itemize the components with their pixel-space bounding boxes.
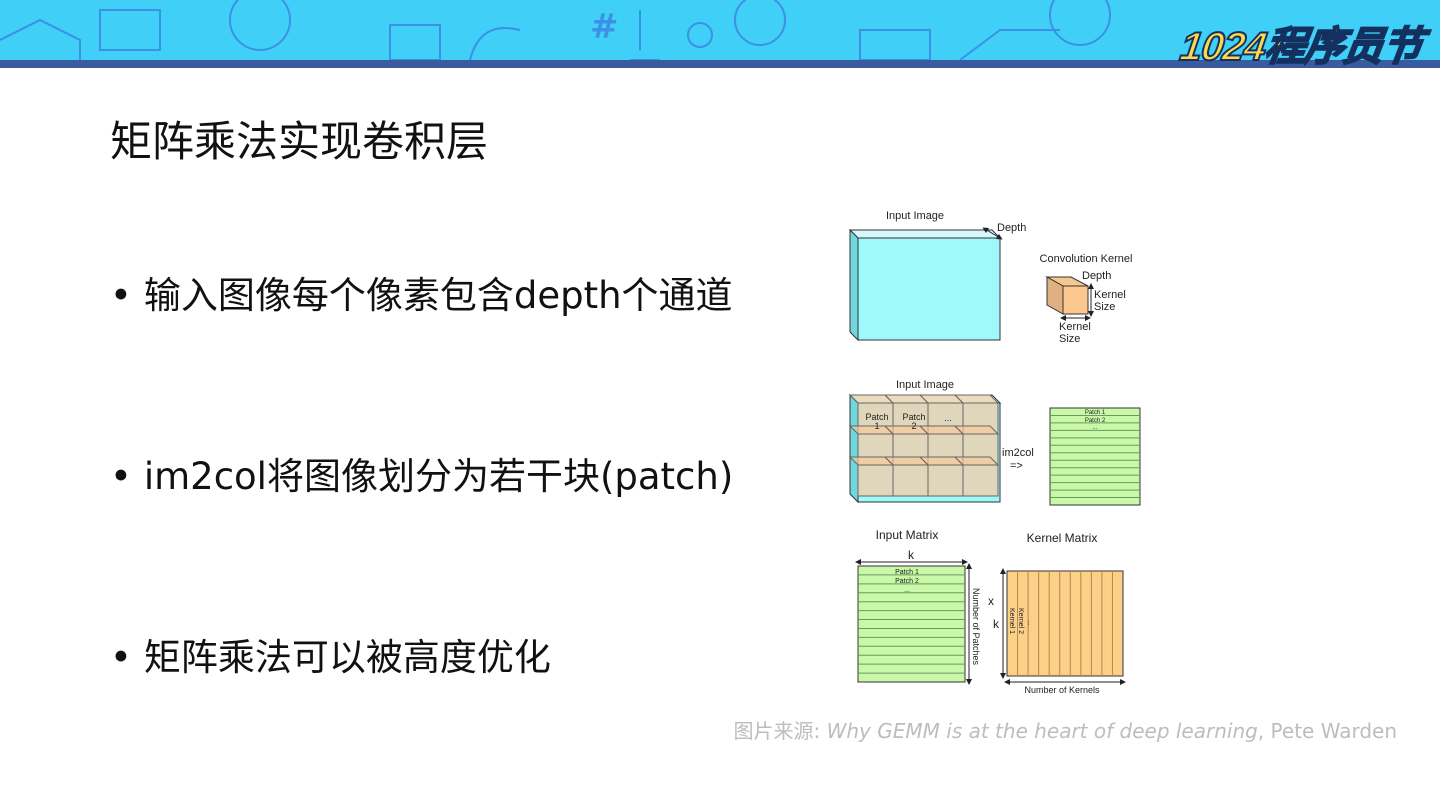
label-conv-kernel: Convolution Kernel — [1040, 253, 1133, 265]
label-row-dots: ... — [904, 587, 910, 594]
label-col-dots: ... — [1026, 620, 1033, 626]
patch-matrix — [1049, 407, 1141, 506]
bullet-item: 矩阵乘法可以被高度优化 — [110, 627, 551, 681]
label-kernel-size: Kernel — [1059, 321, 1091, 333]
header-band — [0, 60, 1440, 68]
label-k: k — [908, 548, 915, 562]
bullet-item: 输入图像每个像素包含depth个通道 — [110, 265, 733, 319]
credit-author: , Pete Warden — [1257, 719, 1397, 743]
label-k: k — [993, 617, 1000, 631]
label-kernel-size: Size — [1094, 301, 1115, 313]
label-kernel-1: Kernel 1 — [1008, 608, 1015, 634]
label-input-image: Input Image — [886, 210, 944, 222]
label-row-patch-2: Patch 2 — [895, 578, 919, 585]
label-kernel-matrix: Kernel Matrix — [1027, 531, 1098, 545]
slide-title: 矩阵乘法实现卷积层 — [110, 117, 489, 166]
bullet-item: im2col将图像划分为若干块(patch) — [110, 446, 733, 500]
label-patch-2: 2 — [911, 421, 916, 431]
label-input-image-2: Input Image — [896, 379, 954, 391]
label-kernel-size: Size — [1059, 333, 1080, 345]
label-patch-1: 1 — [874, 421, 879, 431]
label-x: x — [988, 594, 994, 608]
credit-prefix: 图片来源: — [733, 719, 827, 743]
credit-title: Why GEMM is at the heart of deep learnin… — [826, 719, 1258, 743]
image-credit: 图片来源: Why GEMM is at the heart of deep l… — [734, 715, 1398, 744]
label-patch-1: Patch — [865, 412, 888, 422]
svg-text:#: # — [590, 7, 619, 47]
input-matrix — [857, 565, 966, 683]
label-arrow: => — [1010, 460, 1023, 472]
label-kernel-size: Kernel — [1094, 289, 1126, 301]
input-image-volume — [848, 228, 1002, 342]
patch-block — [927, 464, 964, 497]
label-kernel-2: Kernel 2 — [1017, 608, 1024, 634]
label-patch-dots: ... — [944, 413, 952, 423]
label-number-of-kernels: Number of Kernels — [1024, 685, 1100, 695]
patch-block — [962, 464, 999, 497]
kernel-matrix — [1006, 570, 1124, 677]
patch-block — [892, 464, 929, 497]
patched-input-image — [848, 393, 1002, 504]
label-input-matrix: Input Matrix — [876, 528, 939, 542]
banner-illustration: # — [0, 0, 1111, 60]
label-number-of-patches: Number of Patches — [971, 588, 981, 666]
label-kernel-depth: Depth — [1082, 270, 1111, 282]
label-patch-2: Patch — [902, 412, 925, 422]
label-depth: Depth — [997, 222, 1026, 234]
patch-top — [953, 456, 1000, 466]
patch-top — [953, 425, 1000, 435]
label-row-patch-1: Patch 1 — [1085, 410, 1106, 416]
label-row-patch-1: Patch 1 — [895, 569, 919, 576]
kernel-cube — [1045, 276, 1089, 315]
header-banner: # — [0, 0, 1440, 60]
patch-top — [953, 394, 1000, 404]
label-row-dots: ... — [1092, 425, 1097, 431]
patch-block — [857, 464, 894, 497]
label-row-patch-2: Patch 2 — [1085, 418, 1106, 424]
label-im2col: im2col — [1002, 447, 1034, 459]
